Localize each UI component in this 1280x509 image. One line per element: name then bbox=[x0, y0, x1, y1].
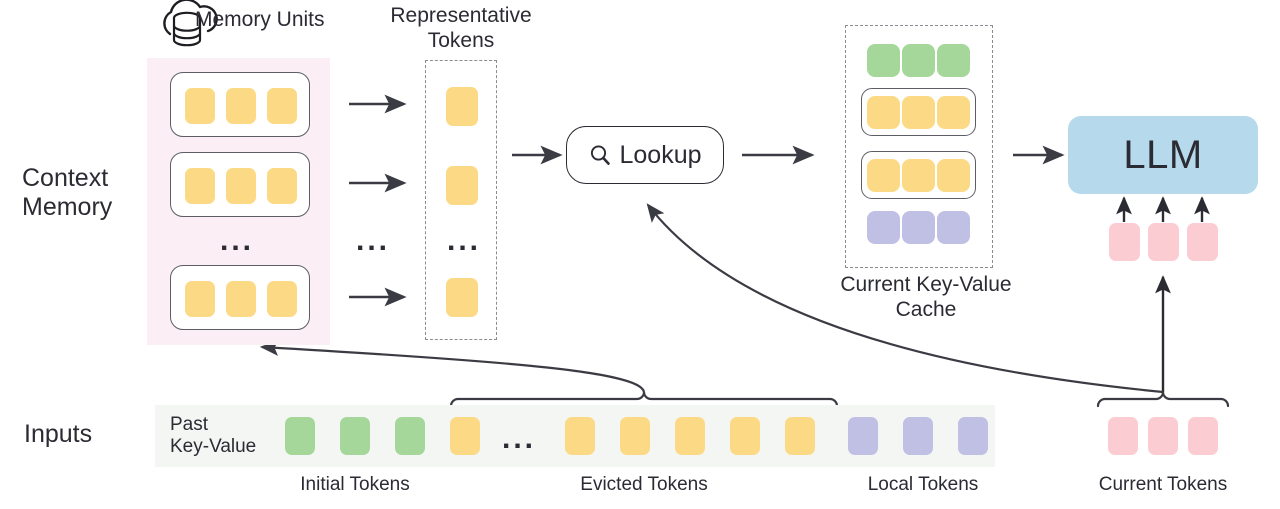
input-token-local-3 bbox=[958, 417, 988, 455]
heading-memory-units: Memory Units bbox=[195, 8, 325, 31]
memory-token bbox=[267, 168, 297, 204]
llm-input-token-1 bbox=[1109, 223, 1140, 261]
llm-input-token-3 bbox=[1187, 223, 1218, 261]
llm-label: LLM bbox=[1123, 132, 1203, 177]
memory-unit-1[interactable] bbox=[170, 72, 310, 137]
cache-row-boxed-2 bbox=[861, 151, 976, 199]
input-token-current-2 bbox=[1148, 417, 1178, 455]
memory-token bbox=[185, 168, 215, 204]
memory-token bbox=[226, 88, 256, 124]
cache-token-green bbox=[867, 44, 900, 77]
representative-token-1 bbox=[446, 87, 478, 126]
cache-token-green bbox=[902, 44, 935, 77]
row-label-inputs: Inputs bbox=[24, 420, 93, 448]
memory-units-ellipsis: ... bbox=[220, 224, 255, 257]
cache-token-yellow bbox=[937, 96, 970, 129]
llm-box[interactable]: LLM bbox=[1068, 116, 1258, 194]
heading-current-kv-cache: Current Key-Value Cache bbox=[840, 273, 1012, 321]
representative-tokens-box bbox=[425, 60, 497, 340]
cache-row-boxed-1 bbox=[861, 88, 976, 136]
input-token-initial-1 bbox=[285, 417, 315, 455]
memory-token bbox=[267, 281, 297, 317]
representative-token-3 bbox=[446, 278, 478, 317]
cache-token-purple bbox=[867, 211, 900, 244]
input-token-evicted-1 bbox=[450, 417, 480, 455]
heading-representative-tokens: Representative Tokens bbox=[390, 4, 532, 52]
input-token-evicted-6 bbox=[785, 417, 815, 455]
memory-token bbox=[267, 88, 297, 124]
input-token-evicted-5 bbox=[730, 417, 760, 455]
current-kv-cache-box bbox=[845, 25, 993, 268]
arrow-column-ellipsis: ... bbox=[356, 224, 391, 257]
cache-token-yellow bbox=[902, 96, 935, 129]
memory-token bbox=[226, 168, 256, 204]
inputs-ellipsis: ... bbox=[502, 422, 537, 455]
cache-token-purple bbox=[902, 211, 935, 244]
memory-token bbox=[185, 88, 215, 124]
llm-input-token-2 bbox=[1148, 223, 1179, 261]
bottom-label-current-tokens: Current Tokens bbox=[1098, 474, 1228, 495]
curve-evicted-to-context-memory bbox=[259, 340, 646, 393]
lookup-label: Lookup bbox=[619, 140, 702, 169]
memory-unit-3[interactable] bbox=[170, 265, 310, 330]
cache-token-yellow bbox=[867, 159, 900, 192]
memory-token bbox=[226, 281, 256, 317]
bottom-label-local-tokens: Local Tokens bbox=[867, 474, 979, 495]
brace-current-tokens bbox=[1096, 391, 1230, 408]
bottom-label-evicted-tokens: Evicted Tokens bbox=[580, 474, 708, 495]
cache-token-yellow bbox=[937, 159, 970, 192]
past-key-value-label: Past Key-Value bbox=[170, 414, 257, 457]
memory-token bbox=[185, 281, 215, 317]
row-label-context-memory: Context Memory bbox=[22, 164, 113, 221]
input-token-local-2 bbox=[903, 417, 933, 455]
input-token-initial-2 bbox=[340, 417, 370, 455]
input-token-evicted-4 bbox=[675, 417, 705, 455]
cache-token-purple bbox=[937, 211, 970, 244]
input-token-current-1 bbox=[1108, 417, 1138, 455]
search-icon bbox=[591, 145, 611, 165]
input-token-local-1 bbox=[848, 417, 878, 455]
representative-token-2 bbox=[446, 166, 478, 205]
memory-unit-2[interactable] bbox=[170, 152, 310, 217]
input-token-evicted-2 bbox=[565, 417, 595, 455]
brace-evicted-tokens bbox=[449, 391, 839, 408]
representative-tokens-ellipsis: ... bbox=[447, 224, 482, 257]
bottom-label-initial-tokens: Initial Tokens bbox=[300, 474, 410, 495]
cache-token-green bbox=[937, 44, 970, 77]
cache-token-yellow bbox=[867, 96, 900, 129]
input-token-current-3 bbox=[1188, 417, 1218, 455]
cache-token-yellow bbox=[902, 159, 935, 192]
input-token-initial-3 bbox=[395, 417, 425, 455]
input-token-evicted-3 bbox=[620, 417, 650, 455]
lookup-button[interactable]: Lookup bbox=[566, 126, 724, 184]
